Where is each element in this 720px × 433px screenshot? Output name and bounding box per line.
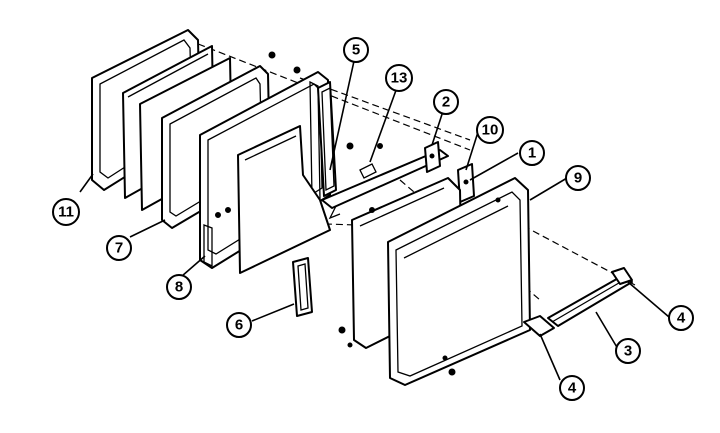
callout-label: 13	[391, 70, 408, 87]
part-13-top-rail	[321, 149, 449, 220]
callout-label: 8	[175, 279, 183, 296]
callout-4-bottom: 4	[559, 375, 585, 401]
callout-label: 7	[115, 240, 123, 257]
inner-window-pack	[237, 125, 331, 274]
callout-1: 1	[519, 140, 545, 166]
callout-label: 4	[677, 310, 686, 327]
callout-label: 1	[528, 145, 536, 162]
callout-8: 8	[166, 274, 192, 300]
part-2-hinge-receptacle	[424, 141, 441, 173]
callout-label: 10	[482, 122, 499, 139]
callout-label: 9	[574, 170, 582, 187]
callout-13: 13	[385, 64, 413, 92]
callout-label: 6	[235, 317, 243, 334]
callout-11: 11	[52, 198, 80, 226]
callout-10: 10	[476, 116, 504, 144]
callout-7: 7	[106, 235, 132, 261]
leader-lines	[79, 51, 670, 381]
part-4-handle-end-cap-top	[611, 267, 633, 285]
callout-label: 2	[442, 94, 450, 111]
screws	[268, 51, 354, 150]
callout-label: 4	[568, 380, 577, 397]
callout-5: 5	[343, 37, 369, 63]
callout-4-top: 4	[668, 305, 694, 331]
part-4-handle-end-cap-bottom	[523, 315, 555, 337]
part-5-hinge-channel	[317, 81, 337, 197]
callout-9: 9	[565, 165, 591, 191]
part-3-door-handle	[547, 275, 633, 327]
callout-label: 3	[624, 343, 632, 360]
part-6-bottom-bracket	[292, 257, 313, 317]
callout-label: 11	[58, 204, 74, 221]
part-9-outer-door-panel	[387, 177, 531, 386]
callout-6: 6	[226, 312, 252, 338]
callout-label: 5	[352, 42, 360, 59]
callout-2: 2	[433, 89, 459, 115]
callout-3: 3	[615, 338, 641, 364]
